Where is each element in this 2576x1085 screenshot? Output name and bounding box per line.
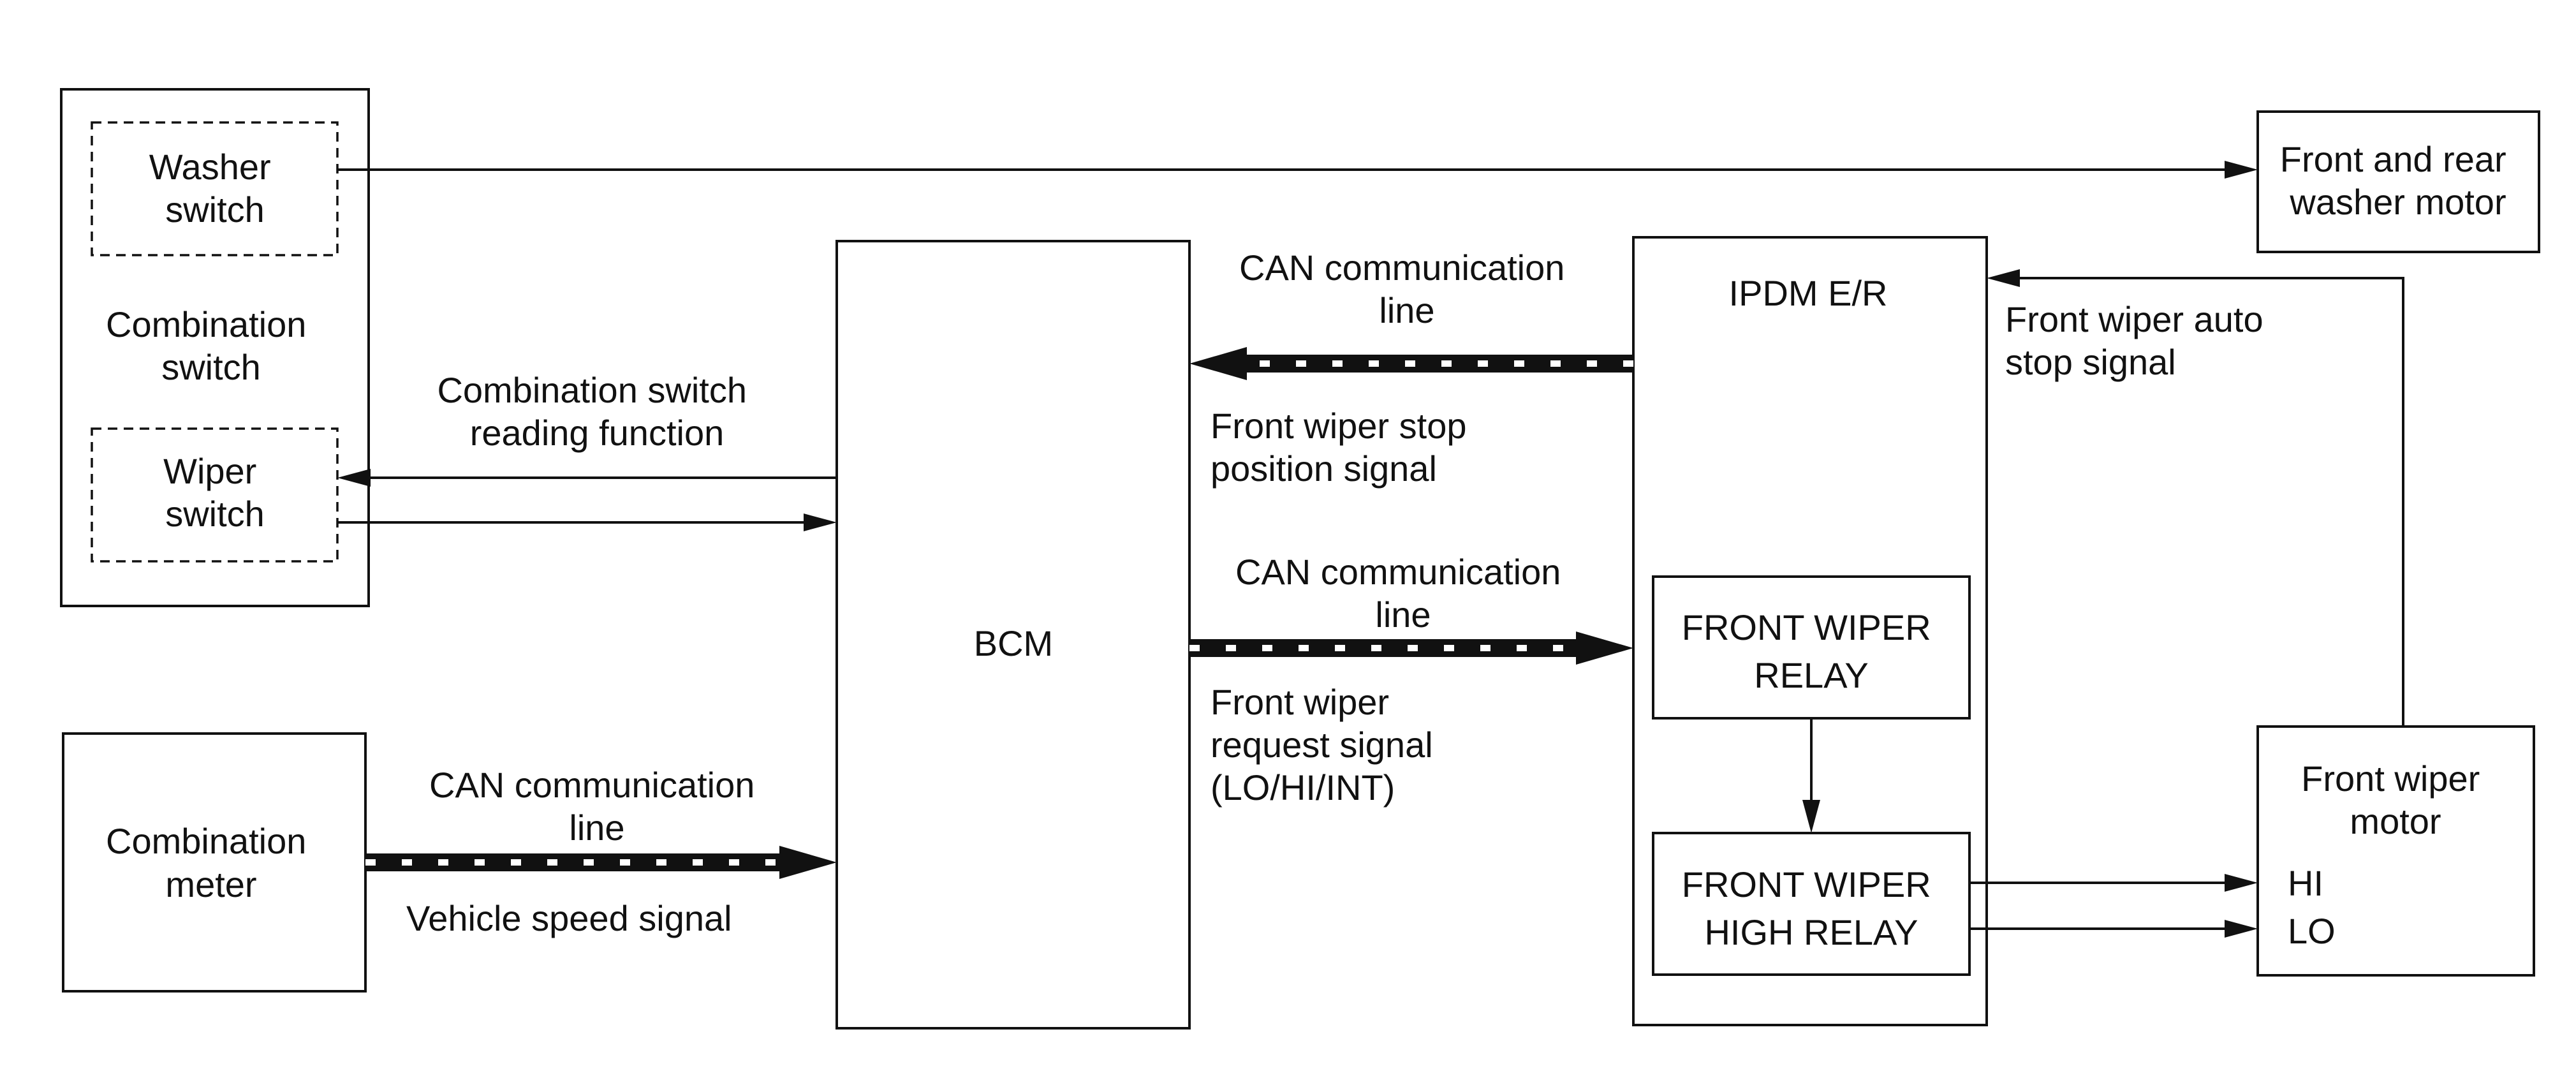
- relay-link-arrow-head: [1802, 800, 1820, 833]
- vehicle-speed-label: Vehicle speed signal: [406, 898, 732, 938]
- front-wiper-stop-position-label: Front wiper stop position signal: [1211, 406, 1476, 489]
- washer-arrow-head: [2225, 161, 2258, 179]
- washer-switch-label: Washer switch: [149, 147, 281, 230]
- can-line-stop-label: CAN communication line: [1239, 247, 1575, 330]
- can-line-meter-label: CAN communication line: [429, 765, 765, 848]
- wiper-switch-label: Wiper switch: [163, 451, 267, 534]
- washer-motor-label: Front and rear washer motor: [2280, 139, 2516, 222]
- wiper-motor-box: [2256, 725, 2535, 977]
- wiper-switch-box: [91, 427, 339, 563]
- motor-lo-terminal: LO: [2288, 911, 2336, 951]
- motor-hi-terminal: HI: [2288, 863, 2323, 903]
- switch-reading-arrow-head: [337, 469, 371, 487]
- ipdm-er-label: IPDM E/R: [1729, 273, 1888, 313]
- wiper-switch-output-arrow-head: [804, 513, 837, 531]
- washer-motor-box: [2256, 110, 2540, 253]
- combination-meter-box: [62, 732, 367, 993]
- front-wiper-relay-box: [1652, 575, 1971, 720]
- can-request-arrow-head: [1576, 631, 1633, 665]
- lo-arrow-head: [2225, 920, 2258, 938]
- front-wiper-relay-label: FRONT WIPER RELAY: [1682, 607, 1941, 695]
- can-stop-arrow-head: [1189, 347, 1247, 380]
- can-line-request-label: CAN communication line: [1235, 552, 1571, 635]
- switch-reading-label: Combination switch reading function: [437, 370, 756, 453]
- combination-meter-label: Combination meter: [106, 821, 316, 904]
- washer-switch-box: [91, 121, 339, 256]
- bcm-label: BCM: [974, 623, 1053, 663]
- wiper-motor-label: Front wiper motor: [2301, 758, 2490, 841]
- bcm-box: [835, 240, 1191, 1030]
- front-wiper-high-relay-label: FRONT WIPER HIGH RELAY: [1682, 864, 1941, 952]
- can-meter-arrow-head: [779, 846, 837, 879]
- front-wiper-auto-stop-label: Front wiper auto stop signal: [2005, 299, 2273, 382]
- auto-stop-arrow-head: [1987, 269, 2020, 287]
- front-wiper-high-relay-box: [1652, 832, 1971, 976]
- hi-arrow-head: [2225, 874, 2258, 892]
- front-wiper-request-label: Front wiper request signal (LO/HI/INT): [1211, 682, 1443, 808]
- combination-switch-label: Combination switch: [106, 304, 316, 387]
- auto-stop-wire: [2019, 277, 2404, 727]
